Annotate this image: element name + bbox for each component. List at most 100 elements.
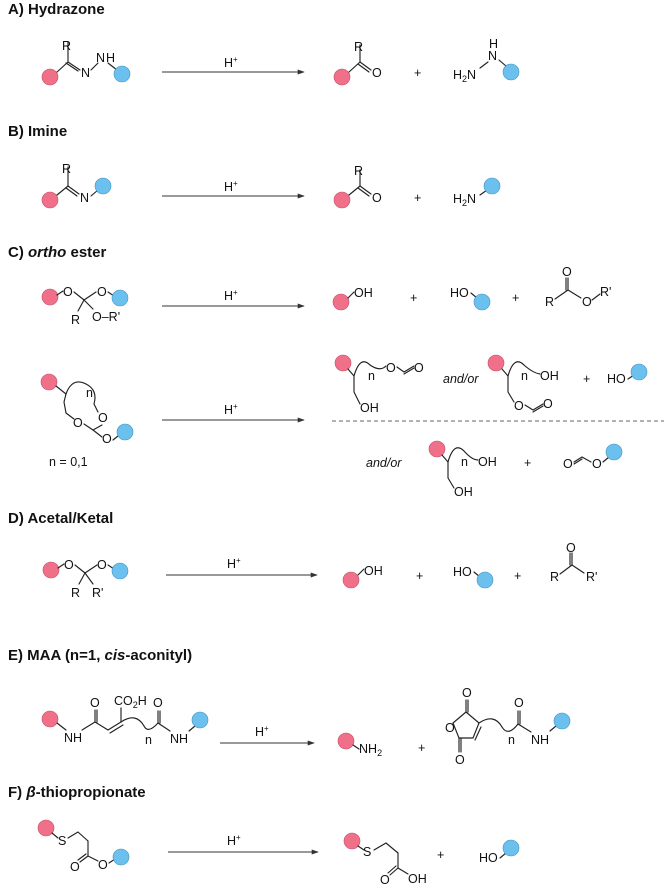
atom-r: R (62, 162, 71, 176)
section-a-title: A) Hydrazone (8, 1, 105, 18)
blue-sphere (502, 63, 520, 81)
ester-product: R O O R' (545, 265, 611, 309)
atom-ho: HO (607, 372, 626, 386)
atom-o: O (102, 432, 112, 446)
blue-sphere (116, 423, 134, 441)
atom-r: R (71, 586, 80, 600)
section-b-title: B) Imine (8, 123, 67, 140)
reagent-h-plus: H+ (224, 179, 238, 194)
atom-o-r-prime: O–R' (92, 310, 120, 324)
atom-n-index: n (368, 369, 375, 383)
atom-oh: OH (408, 872, 427, 886)
thiopropionate-reactant: S O O (37, 819, 130, 874)
alcohol-product-blue: HO (453, 565, 494, 589)
plus-sign: + (414, 191, 421, 205)
atom-r: R (354, 164, 363, 178)
atom-r: R (62, 39, 71, 53)
atom-o: O (64, 558, 74, 572)
pink-sphere (41, 68, 59, 86)
pink-sphere (332, 293, 350, 311)
reagent-h-plus: H+ (224, 402, 238, 417)
amine-product: NH2 (337, 732, 382, 758)
atom-oh: OH (364, 564, 383, 578)
atom-n-index: n (86, 386, 93, 400)
thiopropionic-acid-product: S O OH (343, 832, 427, 887)
atom-r-prime: R' (586, 570, 597, 584)
pink-sphere (337, 732, 355, 750)
plus-sign: + (512, 291, 519, 305)
atom-oh: OH (454, 485, 473, 499)
atom-s: S (363, 845, 371, 859)
pink-sphere (342, 571, 360, 589)
imine-reactant: R N (41, 162, 112, 209)
atom-ho: HO (453, 565, 472, 579)
atom-r-prime: R' (92, 586, 103, 600)
atom-o: O (372, 66, 382, 80)
plus-sign: + (418, 741, 425, 755)
atom-nh: NH (531, 733, 549, 747)
atom-o: O (414, 361, 424, 375)
hydrazine-product: H2N N H (453, 37, 520, 84)
atom-o: O (386, 361, 396, 375)
atom-r: R (545, 295, 554, 309)
pink-sphere (487, 354, 505, 372)
ketone-product: R O (333, 164, 382, 209)
plus-sign: + (583, 372, 590, 386)
ketone-product: R O (333, 40, 382, 86)
atom-h: H (489, 37, 498, 51)
atom-s: S (58, 834, 66, 848)
alcohol-product-blue: HO (450, 286, 491, 311)
and-or-connector: and/or (366, 456, 402, 470)
blue-sphere (553, 712, 571, 730)
blue-sphere (191, 711, 209, 729)
atom-oh: OH (360, 401, 379, 415)
blue-sphere (112, 848, 130, 866)
plus-sign: + (524, 456, 531, 470)
blue-sphere (94, 177, 112, 195)
atom-o: O (445, 721, 455, 735)
ortho-ester-reactant: O O R O–R' (41, 285, 129, 327)
plus-sign: + (514, 569, 521, 583)
alcohol-product-blue: HO (607, 363, 648, 386)
plus-sign: + (410, 291, 417, 305)
and-or-connector: and/or (443, 372, 479, 386)
plus-sign: + (414, 66, 421, 80)
atom-o: O (582, 295, 592, 309)
hydrazone-reactant: R N N H (41, 39, 131, 86)
atom-ho: HO (450, 286, 469, 300)
atom-r: R (354, 40, 363, 54)
atom-o: O (97, 285, 107, 299)
pink-sphere (42, 561, 60, 579)
atom-h2n: H2N (453, 68, 476, 84)
blue-sphere (473, 293, 491, 311)
section-e-title: E) MAA (n=1, cis-aconityl) (8, 647, 192, 664)
alcohol-product-blue: HO (479, 839, 520, 865)
atom-nh: NH (170, 732, 188, 746)
pink-sphere (41, 288, 59, 306)
atom-o: O (514, 399, 524, 413)
pink-sphere (334, 354, 352, 372)
atom-ho: HO (479, 851, 498, 865)
atom-n-index: n (145, 733, 152, 747)
blue-sphere (111, 289, 129, 307)
pink-sphere (40, 373, 58, 391)
blue-sphere (476, 571, 494, 589)
maleic-anhydride-product: O O O n O NH (445, 686, 571, 767)
atom-nh: NH (64, 731, 82, 745)
atom-h2n: H2N (453, 192, 476, 208)
alcohol-product-pink: OH (332, 286, 373, 311)
plus-sign: + (416, 569, 423, 583)
alcohol-product-pink: OH (342, 564, 383, 589)
atom-o: O (97, 558, 107, 572)
atom-o: O (566, 541, 576, 555)
atom-n: N (488, 49, 497, 63)
atom-o: O (90, 696, 100, 710)
blue-sphere (502, 839, 520, 857)
pink-sphere (41, 191, 59, 209)
atom-o: O (98, 858, 108, 872)
monoformate-product-2: n OH O O (487, 354, 559, 413)
atom-r: R (550, 570, 559, 584)
pink-sphere (333, 191, 351, 209)
atom-nh2: NH2 (359, 742, 382, 758)
reagent-h-plus: H+ (224, 55, 238, 70)
